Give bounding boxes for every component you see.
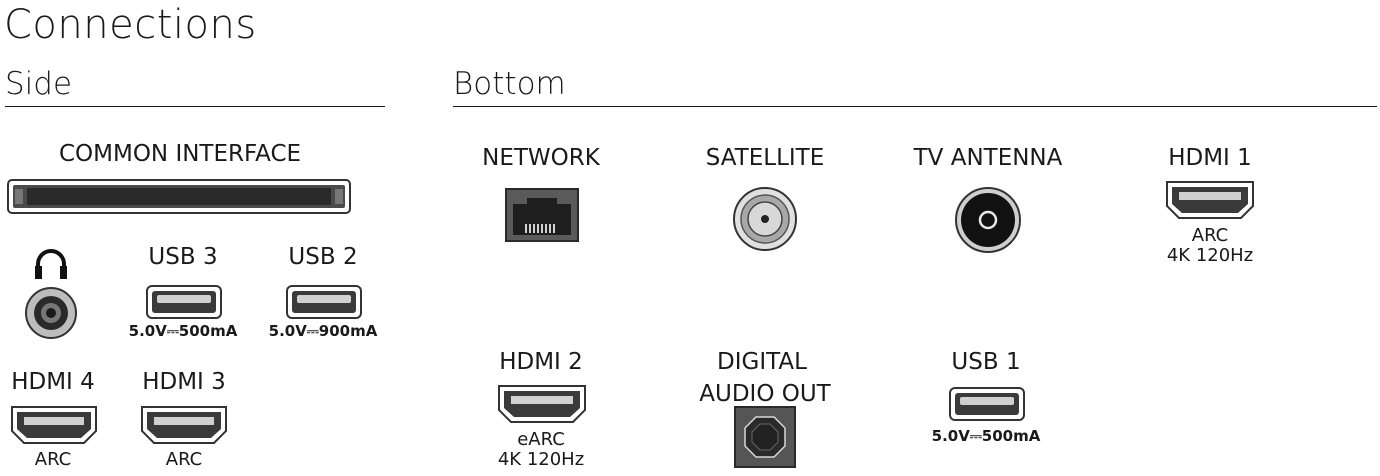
- hdmi3-label: HDMI 3: [142, 369, 226, 395]
- hdmi4-port: [10, 405, 98, 445]
- page-title: Connections: [4, 2, 257, 48]
- network-port: [505, 188, 579, 242]
- digital-audio-port: [734, 406, 796, 468]
- tv-antenna-label: TV ANTENNA: [913, 145, 1063, 171]
- usb1-spec: 5.0V⎓500mA: [931, 427, 1041, 445]
- headphone-jack: [24, 286, 78, 340]
- hdmi1-sub-arc: ARC: [1191, 225, 1229, 246]
- usb3-port: [146, 285, 222, 319]
- hdmi1-port: [1165, 180, 1255, 220]
- hdmi2-label: HDMI 2: [499, 349, 583, 375]
- hdmi2-sub-earc: eARC: [517, 429, 565, 450]
- usb2-label: USB 2: [288, 244, 358, 270]
- usb1-port: [949, 387, 1025, 421]
- digital-audio-label-line2: AUDIO OUT: [699, 381, 831, 407]
- common-interface-slot: [7, 179, 351, 214]
- hdmi3-sub: ARC: [165, 449, 203, 470]
- section-bottom-title: Bottom: [453, 66, 566, 102]
- digital-audio-label-line1: DIGITAL: [717, 349, 807, 375]
- hdmi2-sub-4k: 4K 120Hz: [497, 449, 585, 470]
- hdmi4-sub: ARC: [34, 449, 72, 470]
- tv-antenna-port: [954, 186, 1022, 254]
- side-divider: [5, 106, 385, 107]
- bottom-divider: [453, 106, 1377, 107]
- usb1-label: USB 1: [951, 349, 1021, 375]
- hdmi1-label: HDMI 1: [1168, 145, 1252, 171]
- network-label: NETWORK: [482, 145, 600, 171]
- section-side-title: Side: [5, 66, 73, 102]
- headphones-icon: [33, 248, 69, 280]
- hdmi4-label: HDMI 4: [11, 369, 95, 395]
- hdmi3-port: [140, 405, 228, 445]
- usb2-port: [286, 285, 362, 319]
- common-interface-label: COMMON INTERFACE: [58, 141, 302, 167]
- satellite-label: SATELLITE: [705, 145, 825, 171]
- hdmi2-port: [497, 384, 587, 424]
- usb3-spec: 5.0V⎓500mA: [128, 322, 238, 340]
- hdmi1-sub-4k: 4K 120Hz: [1166, 245, 1254, 266]
- usb3-label: USB 3: [148, 244, 218, 270]
- usb2-spec: 5.0V⎓900mA: [268, 322, 378, 340]
- satellite-port: [732, 186, 798, 252]
